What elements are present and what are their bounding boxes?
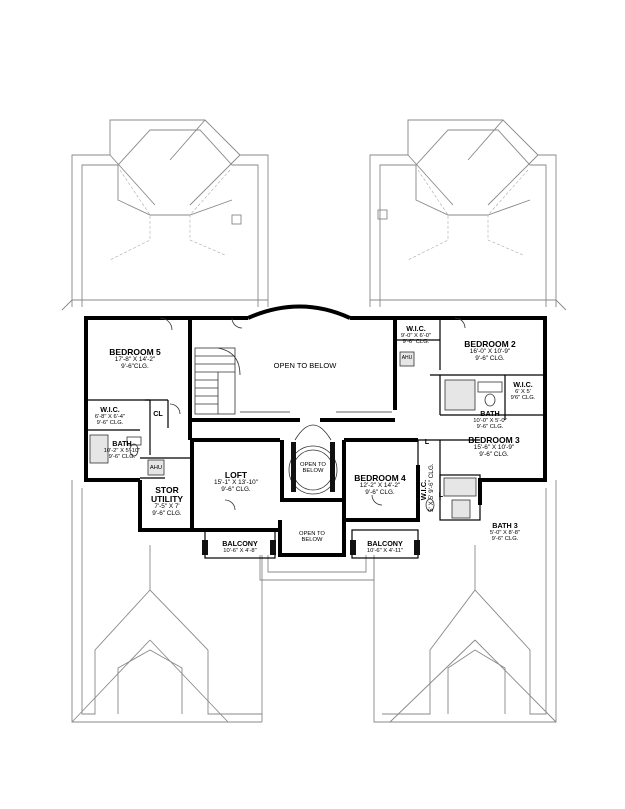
room-dims: 10'-6" X 4'-8" xyxy=(223,547,257,554)
room-l-lower: L xyxy=(439,491,443,499)
room-loft: LOFT 15'-1" X 13'-10" 9'-6" CLG. xyxy=(214,471,258,493)
room-name: W.I.C. xyxy=(100,405,120,414)
room-ceiling: 9'-6" CLG. xyxy=(365,488,395,496)
roof-outline xyxy=(61,119,567,723)
room-name: W.I.C. xyxy=(419,479,428,501)
room-ceiling: 9'6" CLG. xyxy=(510,394,536,401)
room-name: BEDROOM 4 xyxy=(354,473,406,483)
room-ceiling: 9'-6" CLG. xyxy=(427,463,435,493)
room-wic-left: W.I.C. 6'-8" X 6'-4" 9'-6" CLG. xyxy=(95,406,125,426)
room-dims: 10'-0" X 5'-0" xyxy=(473,417,507,424)
walls xyxy=(84,304,547,559)
room-ceiling: 9'-6" CLG. xyxy=(491,535,519,542)
room-name: OPEN TO BELOW xyxy=(273,361,337,370)
room-name-2: BELOW xyxy=(301,537,323,544)
room-dims: 7'-5" X 7' xyxy=(154,502,180,510)
room-ceiling: 9'-6" CLG. xyxy=(479,450,509,458)
room-ahu-left: AHU xyxy=(150,465,162,471)
room-name: BALCONY xyxy=(222,539,258,548)
room-dims: 15'-6" X 10'-9" xyxy=(473,443,515,451)
room-balcony-left: BALCONY 10'-6" X 4'-8" xyxy=(222,540,258,554)
room-name: LOFT xyxy=(224,470,248,480)
room-open-to-below-dome: OPEN TO BELOW xyxy=(300,462,326,474)
room-name: BEDROOM 5 xyxy=(109,347,161,357)
room-bedroom5: BEDROOM 5 17'-8" X 14'-2" 9'-6"CLG. xyxy=(109,348,160,370)
room-dims: 6' X 5' xyxy=(515,388,531,395)
room-bath-mid: BATH 10'-0" X 5'-0" 9'-6" CLG. xyxy=(473,410,506,430)
room-ceiling: 9'-6" CLG. xyxy=(108,453,136,460)
room-dims: 9'-0" X 6'-0" xyxy=(400,332,432,339)
room-name: BEDROOM 2 xyxy=(464,339,516,349)
room-dims: 16'-0" X 10'-9" xyxy=(469,347,511,355)
room-ceiling: 9'-6" CLG. xyxy=(476,423,504,430)
room-name: BATH xyxy=(480,409,500,418)
room-open-to-below-entry: OPEN TO BELOW xyxy=(299,531,325,543)
room-name: OPEN TO xyxy=(300,462,326,468)
room-dims: 17'-8" X 14'-2" xyxy=(114,355,156,363)
room-bedroom2: BEDROOM 2 16'-0" X 10'-9" 9'-6" CLG. xyxy=(464,340,515,362)
room-name: BALCONY xyxy=(367,539,403,548)
room-dims: 12'-2" X 14'-2" xyxy=(359,481,401,489)
room-ceiling: 9'-6"CLG. xyxy=(121,362,149,370)
room-name: BEDROOM 3 xyxy=(468,435,520,445)
fixtures xyxy=(89,317,503,555)
room-bedroom4: BEDROOM 4 12'-2" X 14'-2" 9'-6" CLG. xyxy=(354,474,405,496)
room-balcony-right: BALCONY 10'-6" X 4'-11" xyxy=(367,540,403,554)
room-stor-utility: STOR UTILITY 7'-5" X 7' 9'-6" CLG. xyxy=(151,486,183,517)
room-name: OPEN TO xyxy=(299,531,325,537)
room-name: L xyxy=(438,490,444,499)
room-dims: 5' X 5' xyxy=(427,494,435,512)
room-name-2: BELOW xyxy=(302,468,324,475)
room-dims: 15'-1" X 13'-10" xyxy=(214,478,258,486)
room-name: CL xyxy=(153,409,163,418)
room-cl: CL xyxy=(153,410,163,418)
room-open-to-below-main: OPEN TO BELOW xyxy=(274,362,337,370)
room-name: STOR xyxy=(155,485,179,495)
room-ceiling: 9'-6" CLG. xyxy=(402,338,430,345)
room-ceiling: 9'-6" CLG. xyxy=(152,509,182,517)
room-bath3: BATH 3 5'-0" X 8'-8" 9'-6" CLG. xyxy=(490,522,520,542)
room-name: L xyxy=(424,437,430,446)
room-name: AHU xyxy=(149,465,163,471)
room-name: BATH 3 xyxy=(492,521,518,530)
room-ceiling: 9'-6" CLG. xyxy=(96,419,124,426)
room-bedroom3: BEDROOM 3 15'-6" X 10'-9" 9'-6" CLG. xyxy=(468,436,519,458)
room-l-upper: L xyxy=(425,438,429,446)
room-ahu-right: AHU xyxy=(401,355,413,361)
room-dims: 10'-2" X 5'-10" xyxy=(103,447,141,454)
room-name-2: UTILITY xyxy=(150,493,184,504)
room-dims: 5'-0" X 8'-8" xyxy=(489,529,521,536)
room-dims: 6'-8" X 6'-4" xyxy=(94,413,126,420)
room-name: AHU xyxy=(401,355,413,361)
room-bath-left: BATH 10'-2" X 5'-10" 9'-6" CLG. xyxy=(104,440,141,460)
room-name: BATH xyxy=(112,439,132,448)
staircase xyxy=(194,347,241,415)
room-dims: 10'-6" X 4'-11" xyxy=(366,547,404,554)
room-ceiling: 9'-6" CLG. xyxy=(475,354,505,362)
room-ceiling: 9'-6" CLG. xyxy=(221,485,251,493)
room-wic-small: W.I.C. 6' X 5' 9'6" CLG. xyxy=(511,381,536,401)
room-name: W.I.C. xyxy=(513,380,533,389)
room-wic-top: W.I.C. 9'-0" X 6'-0" 9'-6" CLG. xyxy=(401,325,431,345)
room-name: W.I.C. xyxy=(406,324,426,333)
